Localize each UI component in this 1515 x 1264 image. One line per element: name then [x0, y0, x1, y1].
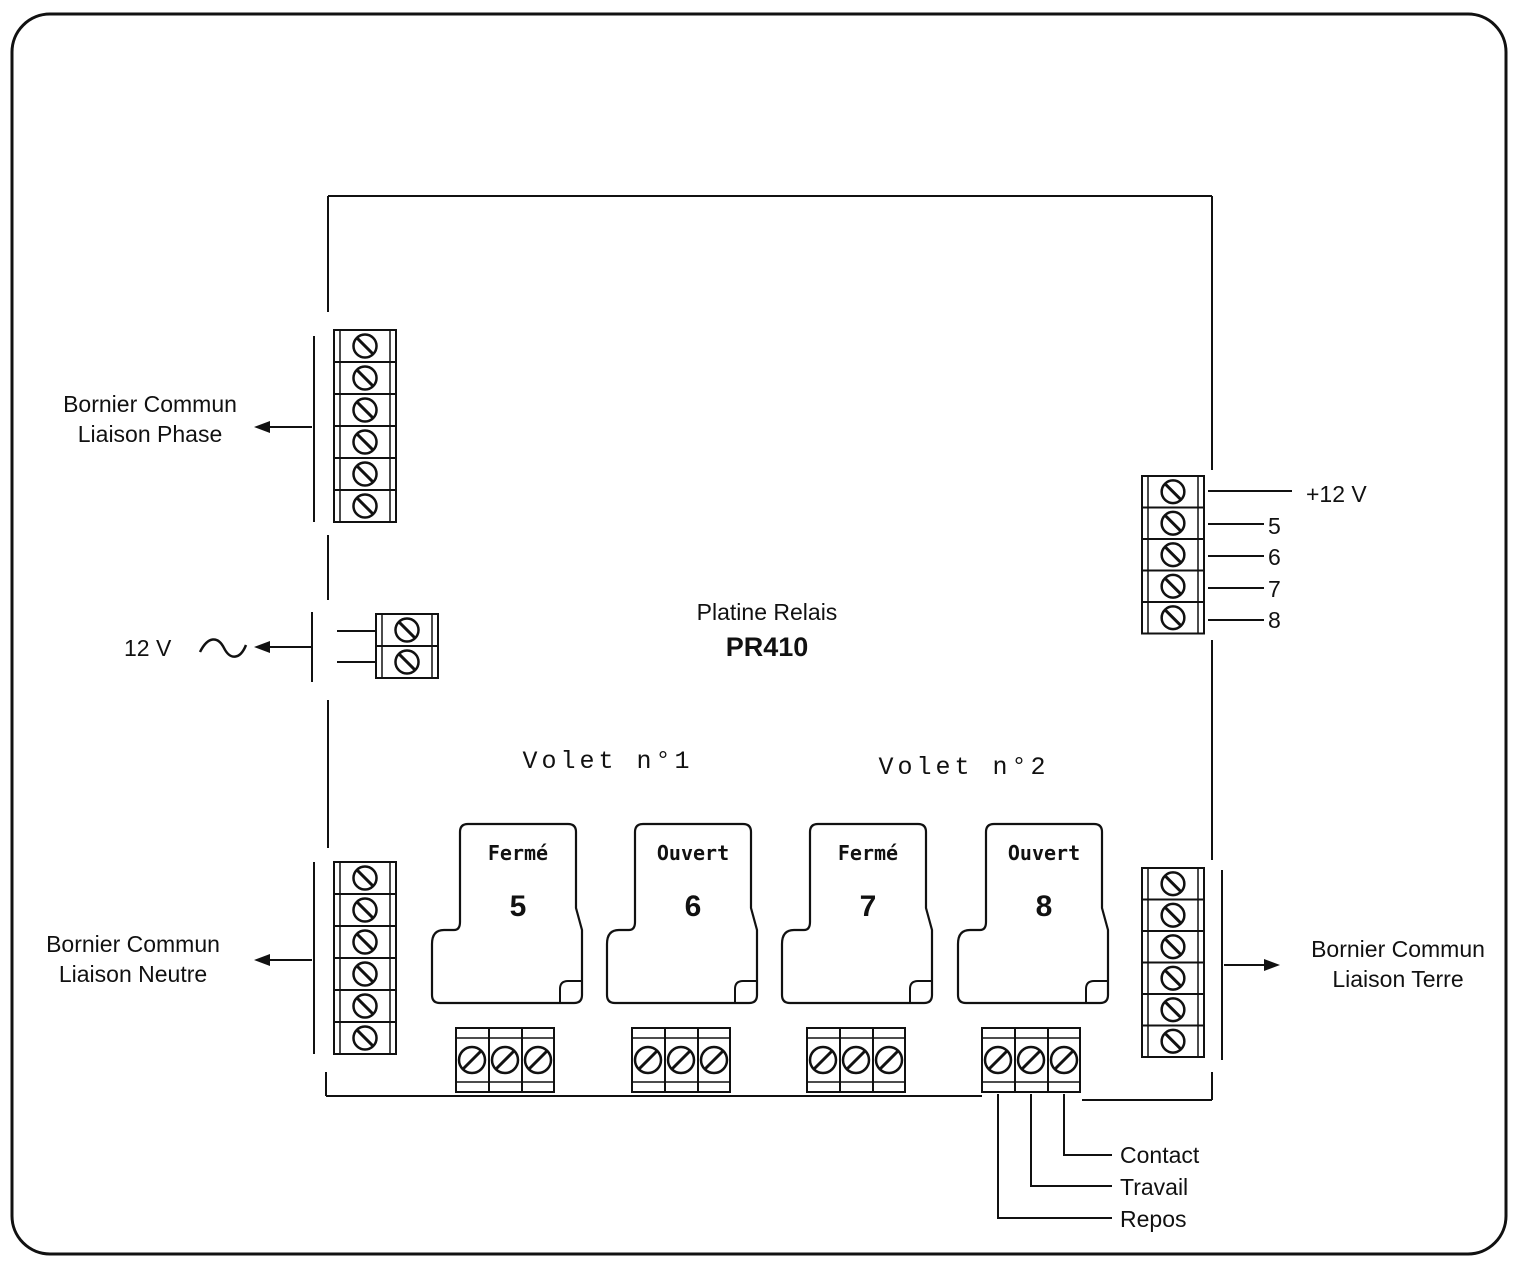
board-title: Platine Relais: [697, 599, 838, 625]
screw-icon: [523, 1045, 553, 1075]
screw-icon: [1160, 871, 1186, 897]
input-label-5: 5: [1268, 513, 1281, 539]
screw-icon: [352, 897, 378, 923]
terre-label-line2: Liaison Terre: [1332, 966, 1463, 992]
relay-8: Ouvert 8: [956, 822, 1110, 1005]
travail-label: Travail: [1120, 1174, 1188, 1200]
phase-label-line1: Bornier Commun: [63, 391, 237, 417]
screw-icon: [352, 493, 378, 519]
screw-icon: [490, 1045, 520, 1075]
screw-icon: [352, 929, 378, 955]
screw-icon: [1160, 934, 1186, 960]
screw-icon: [633, 1045, 663, 1075]
relay-state-label: Ouvert: [1008, 841, 1080, 865]
screw-icon: [352, 429, 378, 455]
screw-icon: [352, 961, 378, 987]
screw-icon: [699, 1045, 729, 1075]
screw-icon: [808, 1045, 838, 1075]
power-label: 12 V: [124, 635, 172, 661]
screw-icon: [352, 333, 378, 359]
terre-terminal-block: [1141, 867, 1223, 1060]
relay-number-label: 6: [685, 890, 702, 923]
contact-leads: [997, 1094, 1112, 1219]
relay-number-label: 5: [510, 890, 527, 923]
relay-state-label: Ouvert: [657, 841, 729, 865]
contact-label: Contact: [1120, 1142, 1200, 1168]
input-label-7: 7: [1268, 576, 1281, 602]
volet-1-label: Volet n°1: [522, 747, 693, 776]
power-arrow: [254, 641, 311, 653]
power-terminal-block: [311, 612, 439, 682]
screw-icon: [983, 1045, 1013, 1075]
screw-icon: [352, 397, 378, 423]
screw-icon: [1160, 573, 1186, 599]
screw-icon: [1160, 965, 1186, 991]
screw-icon: [352, 865, 378, 891]
screw-icon: [352, 461, 378, 487]
screw-icon: [1160, 902, 1186, 928]
neutre-label-line2: Liaison Neutre: [59, 961, 207, 987]
screw-icon: [352, 365, 378, 391]
input-label-6: 6: [1268, 544, 1281, 570]
ac-tilde-icon: [198, 638, 248, 658]
screw-icon: [1160, 1028, 1186, 1054]
screw-icon: [1160, 510, 1186, 536]
screw-icon: [352, 993, 378, 1019]
neutre-label-line1: Bornier Commun: [46, 931, 220, 957]
screw-icon: [841, 1045, 871, 1075]
terre-label-line1: Bornier Commun: [1311, 936, 1485, 962]
relay-number-label: 8: [1036, 890, 1053, 923]
screw-icon: [874, 1045, 904, 1075]
phase-terminal-block: [313, 329, 397, 523]
outer-frame: [10, 12, 1508, 1256]
relay-terminal-8: [981, 1027, 1081, 1093]
screw-icon: [1016, 1045, 1046, 1075]
neutre-terminal-block: [313, 861, 397, 1055]
screw-icon: [394, 649, 420, 675]
relay-terminal-6: [631, 1027, 731, 1093]
screw-icon: [457, 1045, 487, 1075]
board-outline: [325, 195, 1213, 1101]
phase-label-line2: Liaison Phase: [78, 421, 223, 447]
screw-icon: [1049, 1045, 1079, 1075]
screw-icon: [1160, 997, 1186, 1023]
input-terminal-block: [1141, 475, 1292, 635]
input-label-8: 8: [1268, 607, 1281, 633]
phase-arrow: [254, 421, 312, 433]
relay-terminal-5: [455, 1027, 555, 1093]
screw-icon: [1160, 542, 1186, 568]
screw-icon: [666, 1045, 696, 1075]
relay-number-label: 7: [860, 890, 877, 923]
relay-state-label: Fermé: [838, 841, 898, 865]
relay-state-label: Fermé: [488, 841, 548, 865]
screw-icon: [394, 617, 420, 643]
volet-2-label: Volet n°2: [878, 753, 1049, 782]
relay-terminal-7: [806, 1027, 906, 1093]
screw-icon: [1160, 605, 1186, 631]
relay-5: Fermé 5: [430, 822, 584, 1005]
terre-arrow: [1224, 959, 1280, 971]
screw-icon: [352, 1025, 378, 1051]
relay-6: Ouvert 6: [605, 822, 759, 1005]
neutre-arrow: [254, 954, 312, 966]
repos-label: Repos: [1120, 1206, 1186, 1232]
relay-7: Fermé 7: [780, 822, 934, 1005]
screw-icon: [1160, 479, 1186, 505]
supply-label: +12 V: [1306, 481, 1367, 507]
board-model: PR410: [726, 632, 809, 662]
